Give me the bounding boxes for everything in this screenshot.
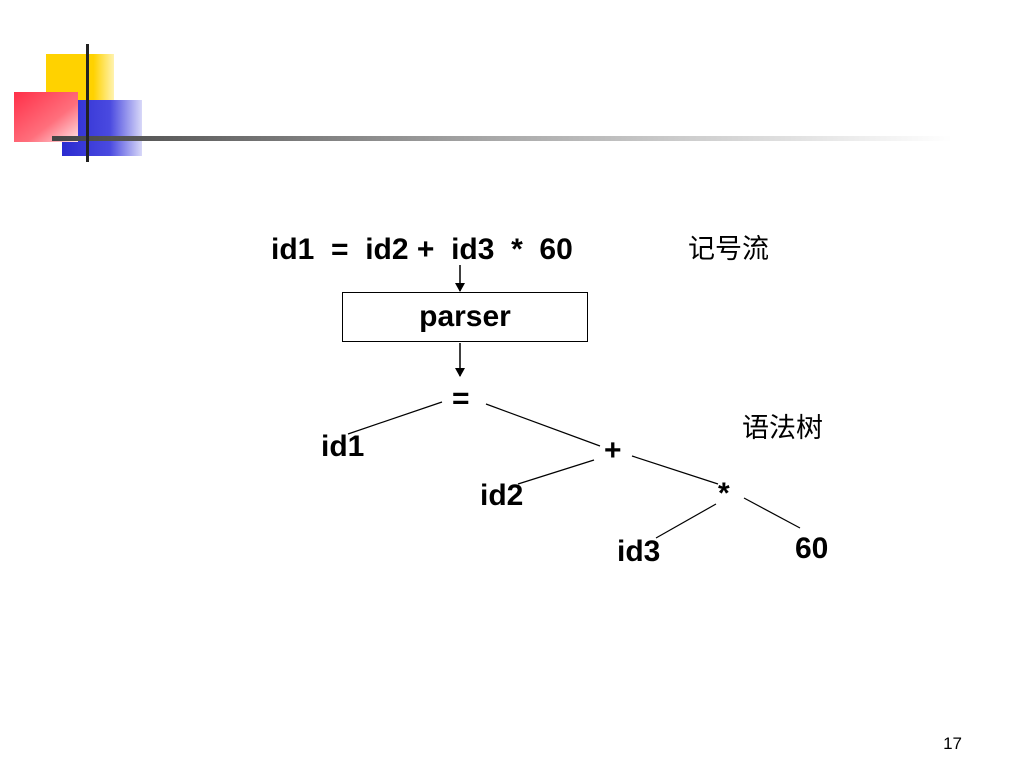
tree-node-id2: id2	[480, 479, 524, 512]
tree-node-plus: +	[604, 434, 622, 467]
edge-star-id3	[655, 503, 717, 539]
edge-eq-id1	[347, 401, 443, 435]
edge-star-60	[743, 497, 801, 529]
tree-node-star: *	[718, 477, 730, 510]
edge-eq-plus	[485, 403, 601, 447]
arrow-stream-to-parser-head	[455, 283, 465, 292]
deco-red-square	[14, 92, 78, 142]
edge-plus-star	[631, 455, 719, 485]
tree-node-60: 60	[795, 532, 829, 565]
slide-header-decoration	[14, 44, 952, 162]
syntax-tree-label: 语法树	[742, 413, 823, 444]
arrow-parser-to-tree-head	[455, 368, 465, 377]
tree-node-id3: id3	[617, 535, 661, 568]
page-number: 17	[943, 734, 962, 753]
parser-box: parser	[342, 292, 588, 342]
deco-horizontal-rule	[52, 136, 952, 141]
token-stream: id1 = id2 + id3 * 60	[271, 233, 573, 266]
token-stream-label: 记号流	[688, 234, 769, 265]
deco-vertical-rule	[86, 44, 89, 162]
edge-plus-id2	[517, 459, 595, 485]
tree-node-equals: =	[452, 382, 470, 415]
tree-node-id1: id1	[321, 430, 365, 463]
parser-label: parser	[419, 300, 511, 333]
